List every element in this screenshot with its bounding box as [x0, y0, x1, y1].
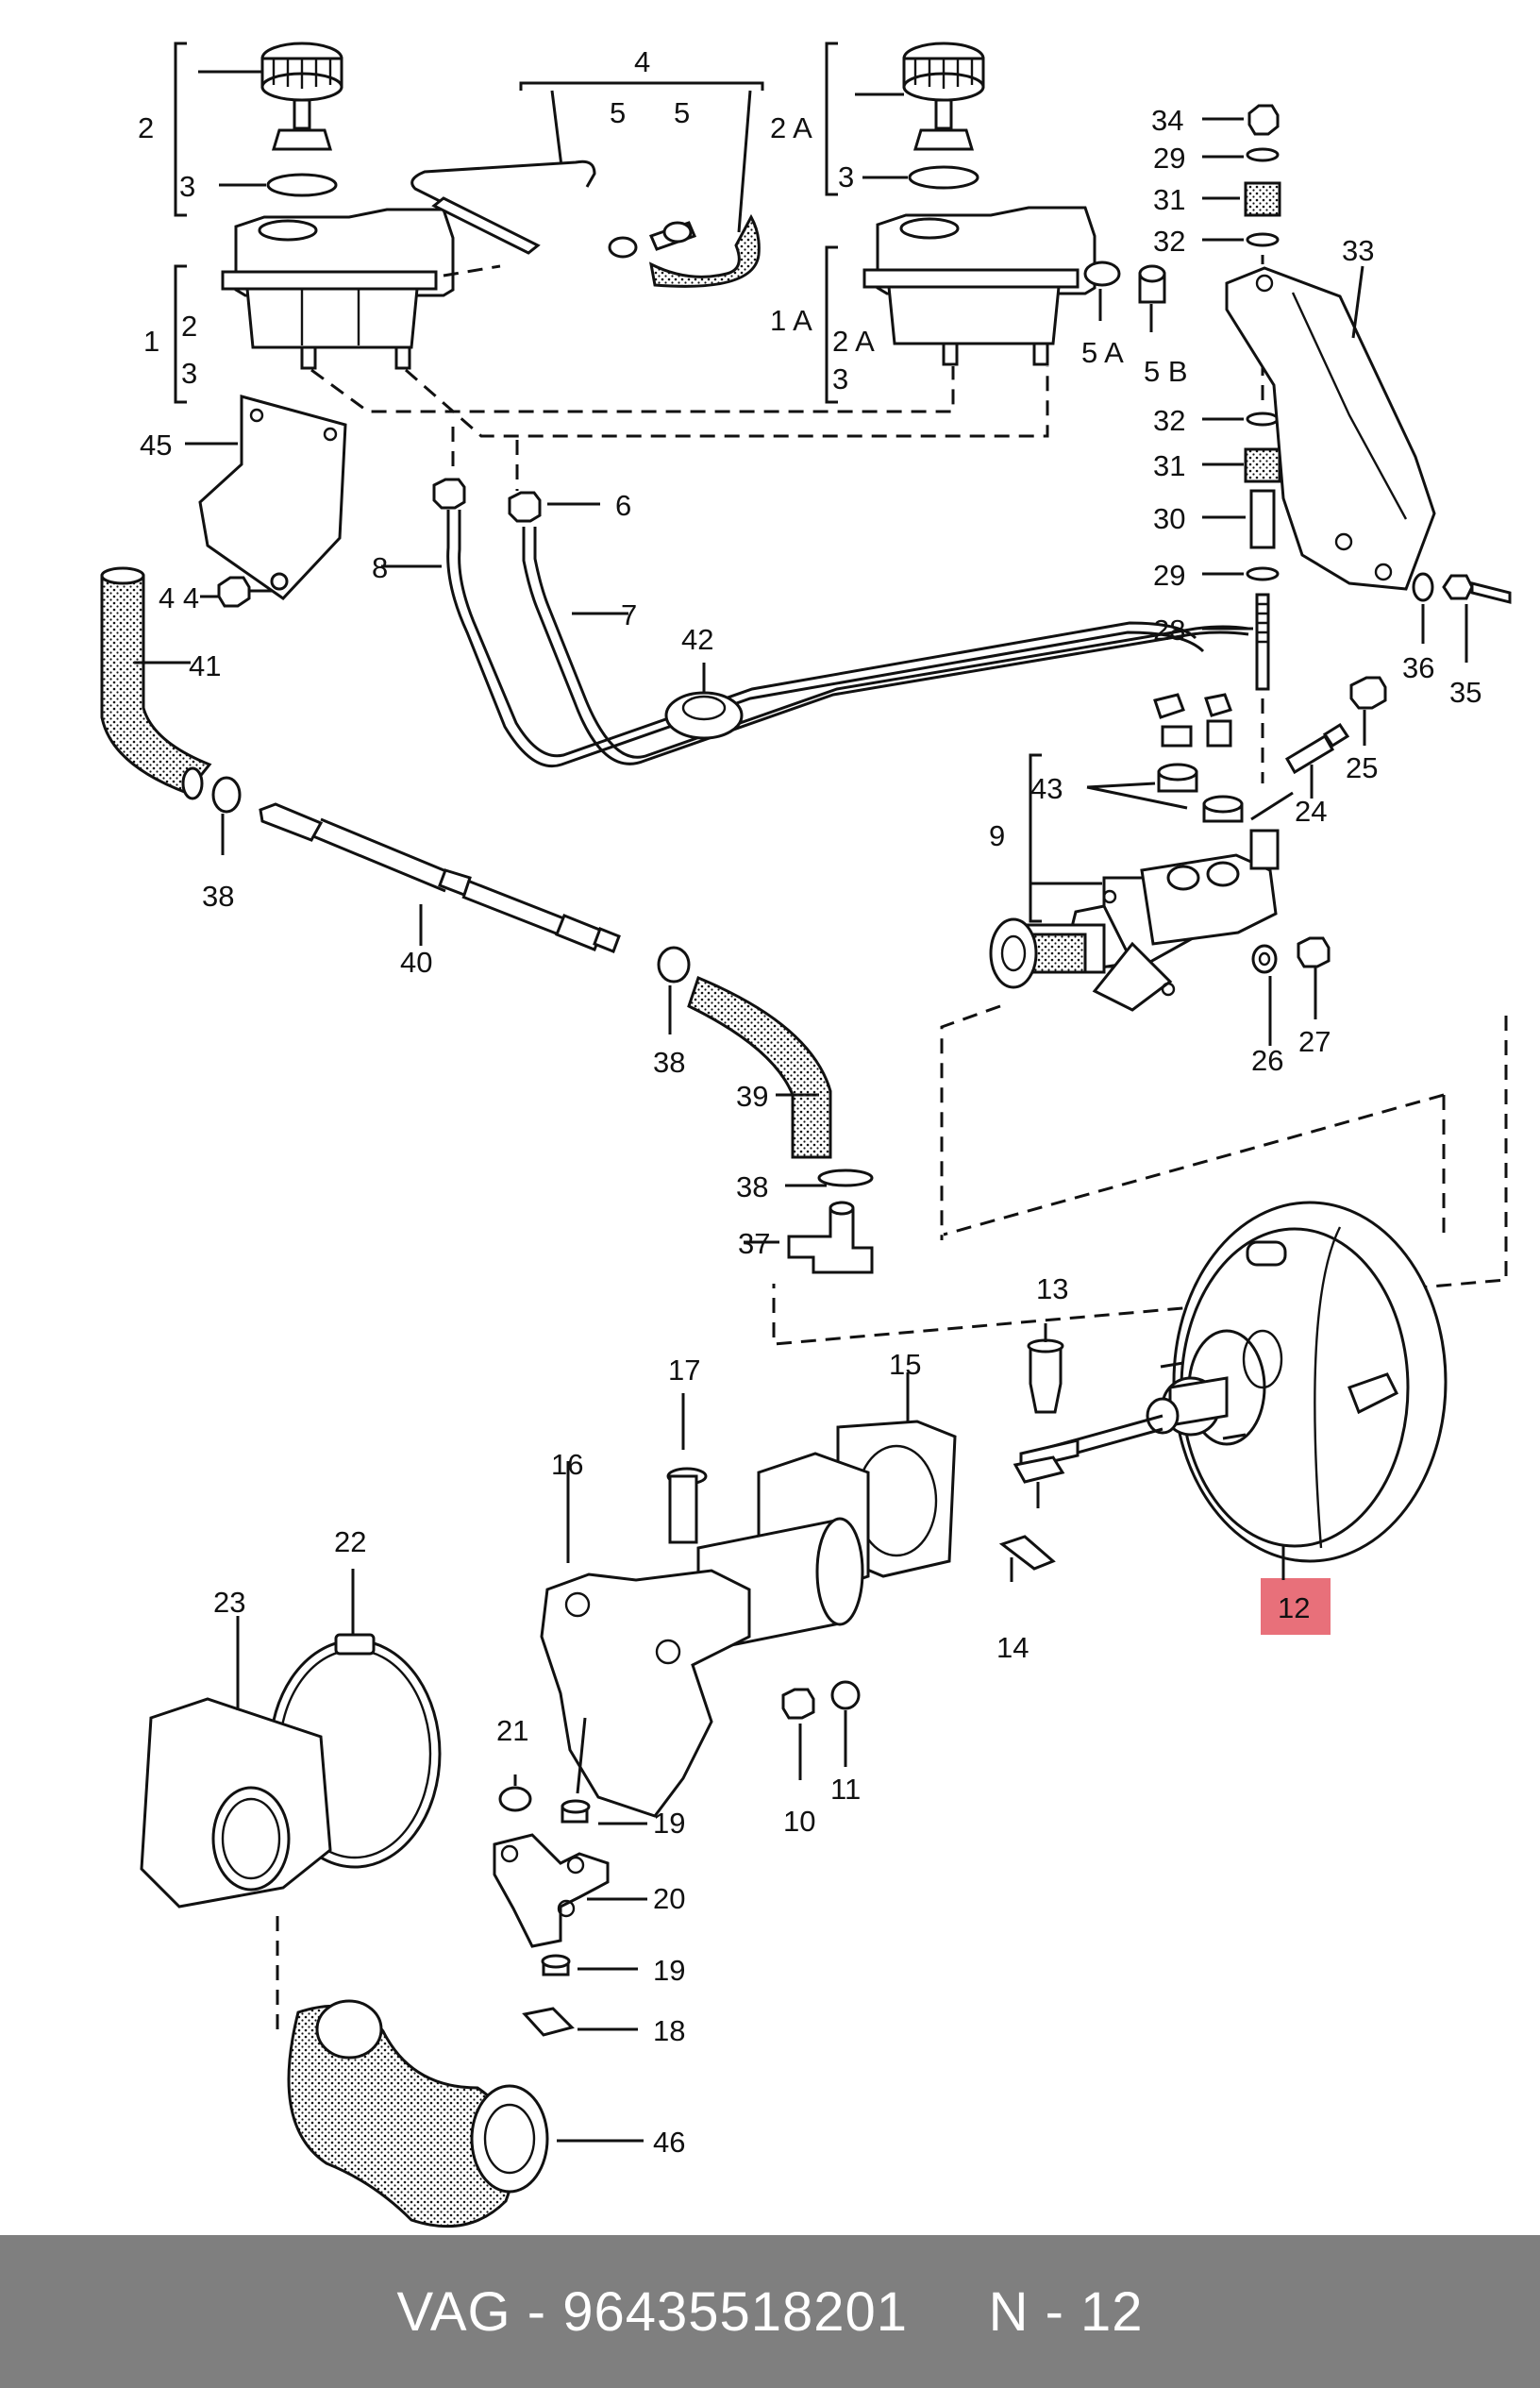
callout-31b: 31: [1153, 449, 1185, 482]
callout-33: 33: [1342, 234, 1374, 267]
master-cylinder: [989, 829, 1280, 1012]
callout-43: 43: [1030, 772, 1063, 805]
bracket-33: [1225, 266, 1436, 591]
callout-8: 8: [372, 551, 388, 584]
reservoir-left: [221, 208, 455, 370]
callout-24: 24: [1295, 795, 1327, 828]
callout-7: 7: [621, 598, 637, 631]
callout-27: 27: [1298, 1025, 1331, 1058]
callout-28: 28: [1153, 614, 1185, 647]
callout-41: 41: [189, 649, 221, 682]
callout-38c: 38: [736, 1170, 768, 1203]
callout-17: 17: [668, 1354, 700, 1387]
callout-45: 45: [140, 429, 172, 462]
callout-13: 13: [1036, 1272, 1068, 1305]
callout-5A: 5 A: [1081, 336, 1124, 369]
callout-1A: 1 A: [770, 304, 812, 337]
callout-16: 16: [551, 1448, 583, 1481]
callout-46: 46: [653, 2126, 685, 2159]
part-12-highlight: [1261, 1578, 1331, 1635]
callout-4: 4: [634, 45, 650, 78]
callout-5b: 5: [674, 96, 690, 129]
callout-39: 39: [736, 1080, 768, 1113]
callout-5a: 5: [610, 96, 626, 129]
callout-42: 42: [681, 623, 713, 656]
callout-25: 25: [1346, 751, 1378, 784]
callout-15: 15: [889, 1348, 921, 1381]
callout-2: 2: [138, 111, 154, 144]
callout-2Ab: 2 A: [832, 325, 875, 358]
callout-31: 31: [1153, 183, 1185, 216]
callout-35: 35: [1449, 676, 1481, 709]
callout-30: 30: [1153, 502, 1185, 535]
reservoir-cap-right: [902, 42, 985, 151]
bracket-45: [198, 395, 347, 600]
callout-37: 37: [738, 1227, 770, 1260]
callout-32b: 32: [1153, 404, 1185, 437]
callout-10: 10: [783, 1805, 815, 1838]
callout-19: 19: [653, 1807, 685, 1840]
callout-20: 20: [653, 1882, 685, 1915]
callout-6: 6: [615, 489, 631, 522]
reservoir-right: [862, 206, 1096, 366]
callout-19b: 19: [653, 1954, 685, 1987]
callout-26: 26: [1251, 1044, 1283, 1077]
callout-18: 18: [653, 2014, 685, 2047]
seal-3-right: [908, 165, 979, 190]
callout-44: 4 4: [159, 581, 199, 614]
callout-1: 1: [143, 325, 159, 358]
callout-36: 36: [1402, 651, 1434, 684]
callout-3c: 3: [838, 160, 854, 193]
brake-booster-parts-diagram: 2 3 1 2 3 4 5 5 2 A 3 1 A 2 A 3 5 A 5 B …: [100, 42, 1512, 2228]
callout-34: 34: [1151, 104, 1183, 137]
housing-16: [540, 1393, 870, 1818]
callout-3: 3: [179, 170, 195, 203]
callout-3b: 3: [181, 357, 197, 390]
part-number-caption: VAG - 96435518201 N - 12: [396, 2280, 1144, 2343]
callout-32: 32: [1153, 225, 1185, 258]
brake-booster: [1019, 1201, 1448, 1580]
callout-2b: 2: [181, 310, 197, 343]
callout-38b: 38: [653, 1046, 685, 1079]
callout-38: 38: [202, 880, 234, 913]
callout-5B: 5 B: [1144, 355, 1188, 388]
callout-12: 12: [1278, 1591, 1310, 1624]
callout-14: 14: [996, 1631, 1029, 1664]
callout-21: 21: [496, 1714, 528, 1747]
callout-labels: 2 3 1 2 3 4 5 5 2 A 3 1 A 2 A 3 5 A 5 B …: [138, 45, 1481, 2159]
callout-29: 29: [1153, 142, 1185, 175]
callout-3d: 3: [832, 362, 848, 395]
seal-3-left: [266, 173, 338, 197]
callout-22: 22: [334, 1525, 366, 1558]
callout-11: 11: [830, 1773, 861, 1806]
footer-bar: VAG - 96435518201 N - 12: [0, 2235, 1540, 2388]
callout-9: 9: [989, 819, 1005, 852]
callout-2A: 2 A: [770, 111, 812, 144]
reservoir-cap-left: [260, 42, 343, 151]
callout-23: 23: [213, 1586, 245, 1619]
callout-40: 40: [400, 946, 432, 979]
callout-29b: 29: [1153, 559, 1185, 592]
